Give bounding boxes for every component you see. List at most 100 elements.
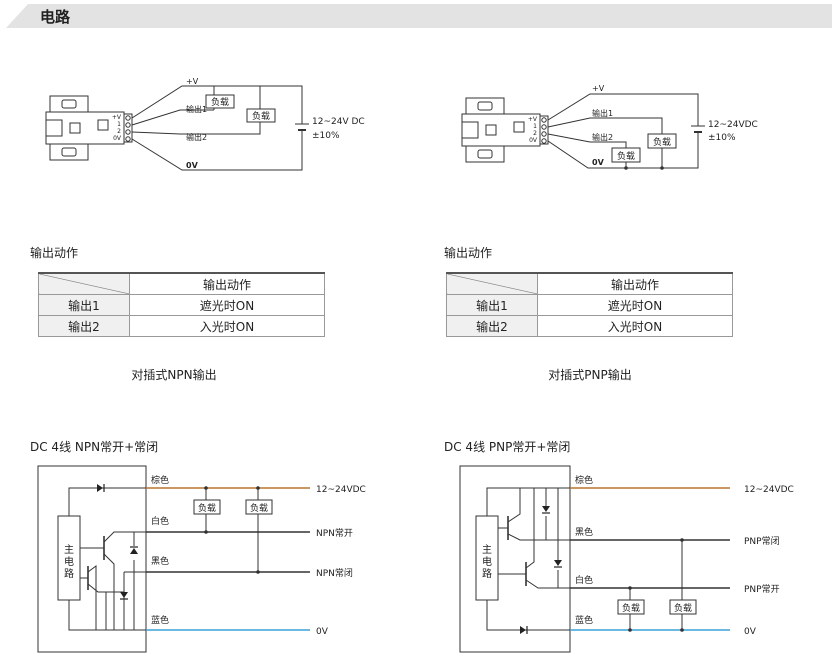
npn-wiring-load-label: 负载 [250, 502, 268, 514]
npn-load-label-2: 负载 [252, 110, 270, 122]
table-header: 输出动作 [537, 272, 733, 295]
junction-dot [680, 628, 684, 632]
pnp-supply-terminal: 12~24VDC [744, 485, 794, 495]
junction-dot [204, 486, 208, 490]
npn-0v-label: 0V [186, 161, 199, 170]
npn-out2-label: 输出2 [186, 132, 207, 142]
wire-color-label: 黑色 [151, 555, 169, 567]
junction-dot [204, 530, 208, 534]
output-action-table-npn: 输出动作 输出1 遮光时ON 输出2 入光时ON [38, 272, 325, 337]
pnp-load-label-2: 负载 [653, 136, 671, 148]
npn-0v-terminal: 0V [316, 627, 329, 637]
wire-color-label: 黑色 [575, 526, 593, 538]
npn-load-label-1: 负载 [211, 96, 229, 108]
pnp-junction-dot [660, 166, 664, 170]
junction-dot [680, 538, 684, 542]
pnp-pin-label: 1 [533, 123, 537, 130]
pnp-out1-label: 输出1 [592, 108, 613, 118]
npn-wiring-load-2 [245, 499, 273, 515]
pnp-pin-label: +V [528, 116, 538, 123]
npn-load-box-2 [246, 108, 276, 123]
pnp-wiring-load-label: 负载 [622, 602, 640, 614]
main-circuit-label: 路 [64, 567, 74, 580]
table-title-pnp: 输出动作 [444, 246, 493, 260]
wire-color-label: 白色 [151, 515, 169, 527]
table-header: 输出动作 [129, 272, 325, 295]
npn-pin-label: +V [112, 114, 122, 121]
table-row: 输出2 入光时ON [38, 315, 325, 337]
pnp-connector-diagram [461, 93, 705, 169]
wire-color-label: 棕色 [151, 474, 169, 486]
main-circuit-label: 主 [64, 544, 74, 556]
table-title-npn: 输出动作 [30, 246, 79, 260]
pnp-pin-label: 2 [533, 130, 537, 137]
table-row: 输出2 入光时ON [446, 315, 733, 337]
pnp-supply-label: 12~24VDC [708, 120, 758, 130]
wire-color-label: 白色 [575, 574, 593, 586]
pnp-wiring-load-label: 负载 [674, 602, 692, 614]
output-action-table-pnp: 输出动作 输出1 遮光时ON 输出2 入光时ON [446, 272, 733, 337]
wire-color-label: 蓝色 [151, 614, 169, 626]
npn-tolerance-label: ±10% [312, 131, 340, 141]
diode-icon [542, 506, 550, 512]
diode-icon [97, 484, 103, 492]
pnp-out2-label: 输出2 [592, 132, 613, 142]
diode-icon [130, 548, 138, 554]
diode-icon [120, 592, 128, 598]
pnp-plusv-label: +V [592, 84, 605, 93]
pnp-tolerance-label: ±10% [708, 133, 736, 143]
pnp-junction-dot [624, 166, 628, 170]
diode-icon [520, 626, 526, 634]
diagonal-cell [446, 272, 538, 295]
pnp-load-box-2 [647, 133, 677, 149]
npn-wiring-load-1 [193, 499, 221, 515]
junction-dot [256, 486, 260, 490]
section-header: 电路 [6, 4, 832, 28]
npn-supply-terminal: 12~24VDC [316, 485, 366, 495]
table-row: 输出动作 [38, 272, 325, 295]
npn-pin-label: 1 [117, 121, 121, 128]
junction-dot [256, 570, 260, 574]
wire-color-label: 蓝色 [575, 614, 593, 626]
pnp-load-box-1 [611, 147, 641, 163]
pnp-wiring-load-2 [669, 599, 697, 615]
npn-no-terminal: NPN常开 [316, 527, 353, 539]
npn-wiring-load-label: 负载 [198, 502, 216, 514]
row-key: 输出2 [446, 315, 538, 337]
main-circuit-label: 电 [64, 555, 74, 568]
junction-dot [628, 586, 632, 590]
npn-load-box-1 [205, 94, 235, 109]
pnp-nc-terminal: PNP常闭 [744, 535, 780, 547]
table-row: 输出动作 [446, 272, 733, 295]
row-value: 遮光时ON [537, 294, 733, 316]
npn-plusv-label: +V [186, 77, 199, 86]
row-key: 输出2 [38, 315, 130, 337]
npn-out1-label: 输出1 [186, 104, 207, 114]
pnp-wiring-title: DC 4线 PNP常开+常闭 [444, 440, 571, 454]
pnp-wiring-load-1 [617, 599, 645, 615]
pnp-load-label-1: 负载 [617, 150, 635, 162]
wire-color-label: 棕色 [575, 474, 593, 486]
pnp-0v-terminal: 0V [744, 627, 757, 637]
npn-pin-label: 2 [117, 128, 121, 135]
pnp-0v-label: 0V [592, 158, 605, 167]
npn-wiring-schematic [37, 465, 310, 653]
npn-nc-terminal: NPN常闭 [316, 567, 353, 579]
section-title: 电路 [40, 8, 71, 26]
diagonal-cell [38, 272, 130, 295]
npn-pin-label: 0V [113, 135, 122, 142]
table-row: 输出1 遮光时ON [446, 294, 733, 316]
pnp-pin-label: 0V [529, 137, 538, 144]
junction-dot [628, 628, 632, 632]
main-circuit-label: 主 [482, 544, 492, 556]
npn-connector-diagram [45, 85, 309, 171]
row-value: 入光时ON [129, 315, 325, 337]
npn-wiring-title: DC 4线 NPN常开+常闭 [30, 440, 159, 454]
row-key: 输出1 [446, 294, 538, 316]
main-circuit-label: 路 [482, 567, 492, 580]
diode-icon [554, 560, 562, 566]
header-notch [6, 4, 28, 28]
npn-supply-label: 12~24V DC [312, 117, 365, 127]
caption-pnp: 对插式PNP输出 [548, 368, 632, 382]
